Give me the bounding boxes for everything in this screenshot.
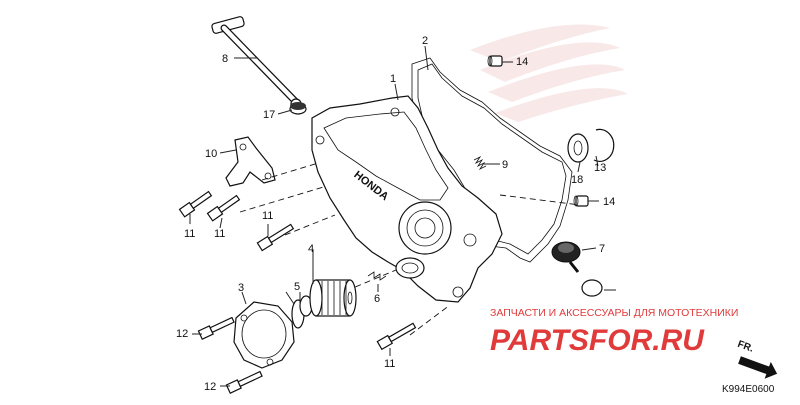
part-18-o-ring xyxy=(581,279,603,297)
part-16-bearing xyxy=(567,133,589,163)
watermark-tagline: ЗАПЧАСТИ И АКСЕССУАРЫ ДЛЯ МОТОТЕХНИКИ xyxy=(490,307,738,319)
callout-9: 9 xyxy=(502,159,508,171)
arrow-icon xyxy=(738,356,778,379)
wing-emblem-watermark xyxy=(470,24,628,122)
part-3-filter-cover xyxy=(233,301,295,369)
callout-15: 17 xyxy=(263,109,275,121)
part-6-spring xyxy=(367,271,387,281)
callout-12-a: 12 xyxy=(176,328,188,340)
callout-2: 2 xyxy=(422,35,428,47)
callout-13: 13 xyxy=(594,162,606,174)
callout-3: 3 xyxy=(238,282,244,294)
part-12-bolts xyxy=(197,316,263,394)
part-9-spring xyxy=(473,155,487,171)
part-1-crankcase-cover: HONDA xyxy=(311,95,503,303)
callout-11-c: 11 xyxy=(262,210,273,222)
callout-4: 4 xyxy=(308,243,314,255)
leader-lines xyxy=(189,45,616,387)
watermark-logo: PARTSFOR.RU xyxy=(490,324,705,357)
diagram-code: K994E0600 xyxy=(722,384,775,395)
callout-8: 8 xyxy=(222,53,228,65)
callout-1: 1 xyxy=(390,73,396,85)
callout-10: 10 xyxy=(205,148,217,160)
callout-16: 18 xyxy=(571,174,583,186)
callout-14-top: 14 xyxy=(516,56,528,68)
partsfor-watermark: ЗАПЧАСТИ И АКСЕССУАРЫ ДЛЯ МОТОТЕХНИКИ PA… xyxy=(490,307,738,357)
part-11-bolts xyxy=(178,190,417,351)
callout-12-b: 12 xyxy=(204,381,216,393)
callout-11-a: 11 xyxy=(184,228,195,240)
callout-7: 7 xyxy=(599,243,605,255)
callout-14-right: 14 xyxy=(603,196,615,208)
callout-11-d: 11 xyxy=(384,358,395,370)
callout-labels: 8 2 1 14 17 10 9 13 18 14 7 11 11 11 11 … xyxy=(176,35,615,393)
callout-11-b: 11 xyxy=(214,228,225,240)
part-13-circlip xyxy=(593,128,615,163)
part-7-filler-cap xyxy=(551,241,581,273)
part-4-oil-filter xyxy=(309,279,357,317)
fr-label: FR. xyxy=(736,339,755,355)
part-15-cap xyxy=(289,102,307,115)
callout-5: 5 xyxy=(294,281,300,293)
part-14-dowels xyxy=(487,55,589,207)
part-10-bracket xyxy=(225,136,276,187)
front-direction-indicator: FR. xyxy=(736,339,778,379)
callout-6: 6 xyxy=(374,293,380,305)
